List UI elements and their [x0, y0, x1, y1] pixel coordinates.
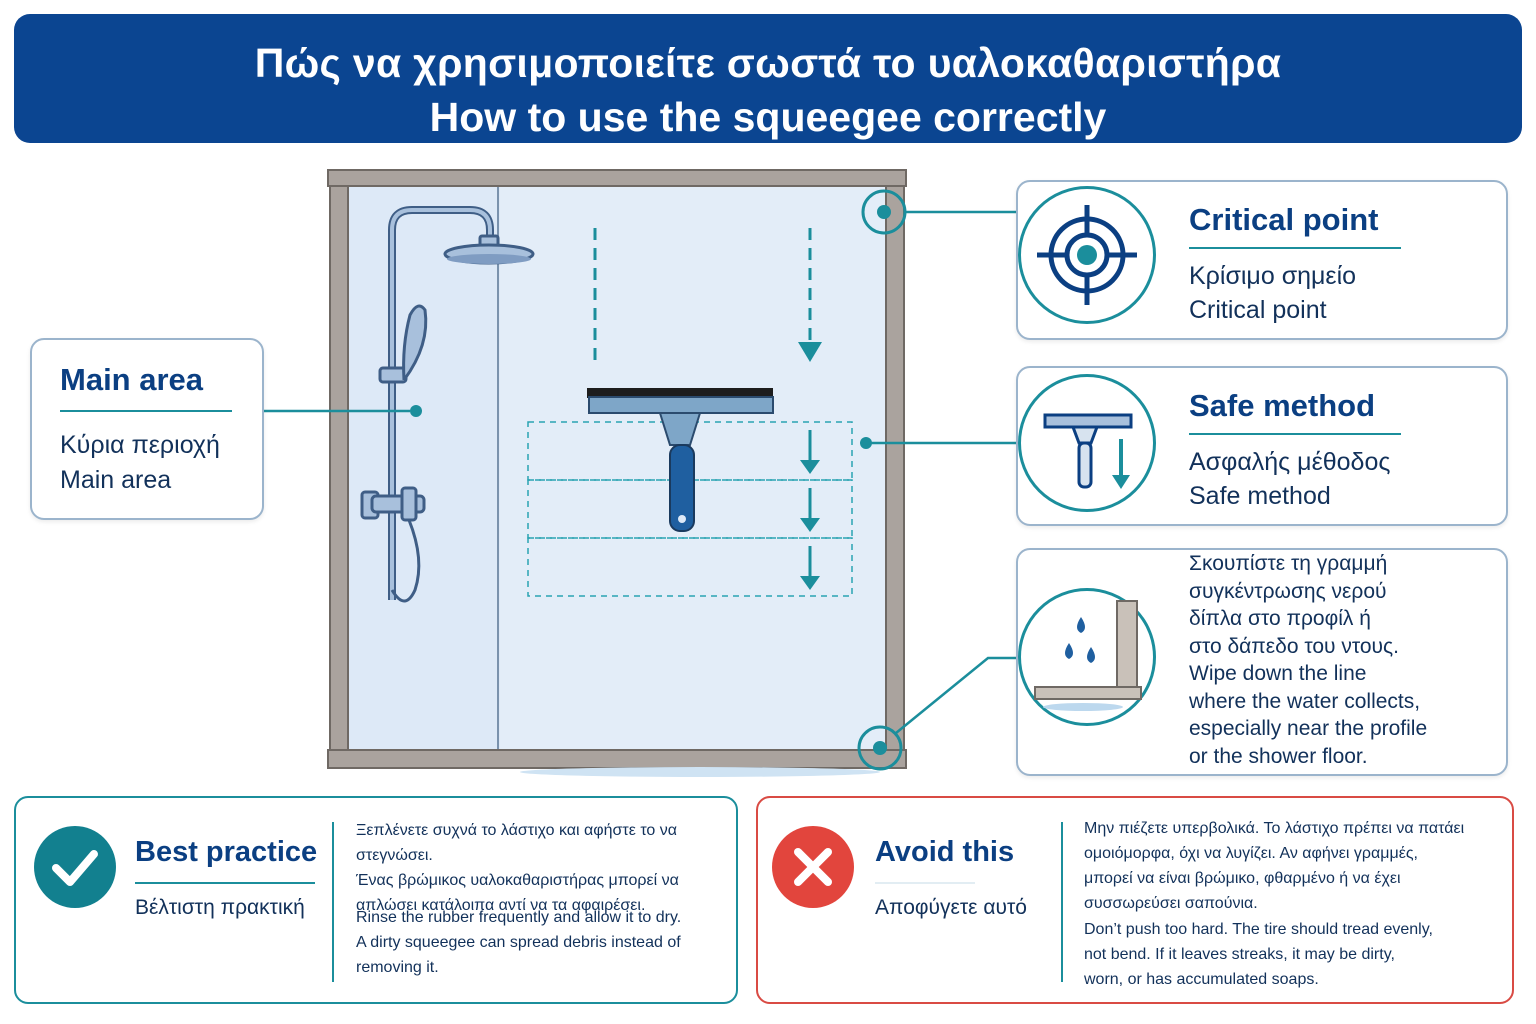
- avoid-this-english: Don’t push too hard. The tire should tre…: [1084, 917, 1433, 992]
- header-banner: Πώς να χρησιμοποιείτε σωστά το υαλοκαθαρ…: [14, 14, 1522, 143]
- avoid-this-greek-1: Μην πιέζετε υπερβολικά. Το λάστιχο πρέπε…: [1084, 820, 1465, 837]
- avoid-this-subtitle: Αποφύγετε αυτό: [875, 896, 1027, 919]
- title-greek: Πώς να χρησιμοποιείτε σωστά το υαλοκαθαρ…: [254, 40, 1282, 86]
- water-line-english-1: Wipe down the line: [1189, 662, 1367, 685]
- water-puddle: [520, 767, 880, 777]
- safe-method-rule: [1189, 433, 1401, 435]
- avoid-this-title: Avoid this: [875, 836, 1015, 868]
- main-area-title: Main area: [60, 362, 204, 397]
- main-area-rule: [60, 410, 232, 412]
- main-area-greek: Κύρια περιοχή: [60, 431, 220, 459]
- water-line-greek-3: δίπλα στο προφίλ ή: [1189, 607, 1371, 630]
- safe-method-english: Safe method: [1189, 482, 1331, 510]
- water-line-english-2: where the water collects,: [1189, 689, 1421, 713]
- best-practice-greek: Ξεπλένετε συχνά το λάστιχο και αφήστε το…: [356, 818, 736, 918]
- avoid-this-english-2: not bend. If it leaves streaks, it may b…: [1084, 946, 1395, 963]
- water-drops-profile-icon: [1018, 588, 1156, 726]
- main-area-english: Main area: [60, 466, 172, 494]
- best-practice-divider: [332, 822, 334, 982]
- check-icon: [34, 826, 116, 908]
- x-icon: [772, 826, 854, 908]
- squeegee-illustration: [587, 388, 774, 532]
- frame-left: [329, 185, 349, 751]
- avoid-this-divider: [1061, 822, 1063, 982]
- avoid-this-panel: Avoid this Αποφύγετε αυτό Μην πιέζετε υπ…: [756, 796, 1514, 1004]
- best-practice-greek-2: Ένας βρώμικος υαλοκαθαριστήρας μπορεί να: [356, 872, 679, 889]
- water-line-greek-2: συγκέντρωσης νερού: [1189, 579, 1387, 603]
- safe-method-greek: Ασφαλής μέθοδος: [1189, 448, 1391, 476]
- critical-point-english: Critical point: [1189, 296, 1327, 324]
- best-practice-english-3: removing it.: [356, 959, 439, 976]
- shower-head-fixture: [360, 206, 535, 603]
- avoid-this-english-3: worn, or has accumulated soaps.: [1084, 971, 1319, 988]
- water-line-marker: [857, 725, 903, 771]
- critical-point-rule: [1189, 247, 1401, 249]
- water-line-greek-4: στο δάπεδο του ντους.: [1189, 634, 1399, 658]
- best-practice-english-2: A dirty squeegee can spread debris inste…: [356, 934, 681, 951]
- avoid-this-greek-2: ομοιόμορφα, όχι να λυγίζει. Αν αφήνει γρ…: [1084, 845, 1418, 862]
- water-line-connector: [895, 656, 1018, 734]
- avoid-this-greek-3: μπορεί να είναι βρώμικο, φθαρμένο ή να έ…: [1084, 870, 1401, 887]
- critical-point-greek: Κρίσιμο σημείο: [1189, 262, 1357, 290]
- best-practice-rule: [135, 882, 315, 884]
- water-line-english-4: or the shower floor.: [1189, 744, 1368, 768]
- frame-top: [327, 169, 907, 187]
- best-practice-english: Rinse the rubber frequently and allow it…: [356, 905, 681, 980]
- best-practice-greek-1: Ξεπλένετε συχνά το λάστιχο και αφήστε το…: [356, 822, 677, 864]
- frame-bottom: [327, 749, 907, 769]
- avoid-this-english-1: Don’t push too hard. The tire should tre…: [1084, 921, 1433, 938]
- wipe-direction-guides: [593, 228, 812, 362]
- avoid-this-greek-4: συσσωρεύσει σαπούνια.: [1084, 895, 1258, 912]
- best-practice-greek-3: απλώσει κατάλοιπα αντί να τα αφαιρέσει.: [356, 897, 646, 914]
- safe-method-title: Safe method: [1189, 388, 1376, 423]
- avoid-this-greek: Μην πιέζετε υπερβολικά. Το λάστιχο πρέπε…: [1084, 816, 1464, 916]
- crosshair-target-icon: [1018, 186, 1156, 324]
- squeegee-down-arrow-icon: [1018, 374, 1156, 512]
- best-practice-english-1: Rinse the rubber frequently and allow it…: [356, 909, 682, 926]
- main-area-callout: Main area Κύρια περιοχή Main area: [30, 338, 264, 520]
- avoid-this-rule: [875, 882, 975, 884]
- critical-point-title: Critical point: [1189, 202, 1379, 237]
- water-line-greek-1: Σκουπίστε τη γραμμή: [1189, 552, 1388, 575]
- best-practice-panel: Best practice Βέλτιστη πρακτική Ξεπλένετ…: [14, 796, 738, 1004]
- frame-right: [885, 185, 905, 751]
- best-practice-title: Best practice: [135, 836, 318, 868]
- water-line-english-3: especially near the profile: [1189, 717, 1428, 740]
- best-practice-subtitle: Βέλτιστη πρακτική: [135, 896, 305, 919]
- title-english: How to use the squeegee correctly: [429, 94, 1107, 140]
- down-arrow-top: [798, 342, 822, 362]
- water-line-text: Σκουπίστε τη γραμμή συγκέντρωσης νερού δ…: [1189, 550, 1427, 770]
- main-area-point: [410, 405, 422, 417]
